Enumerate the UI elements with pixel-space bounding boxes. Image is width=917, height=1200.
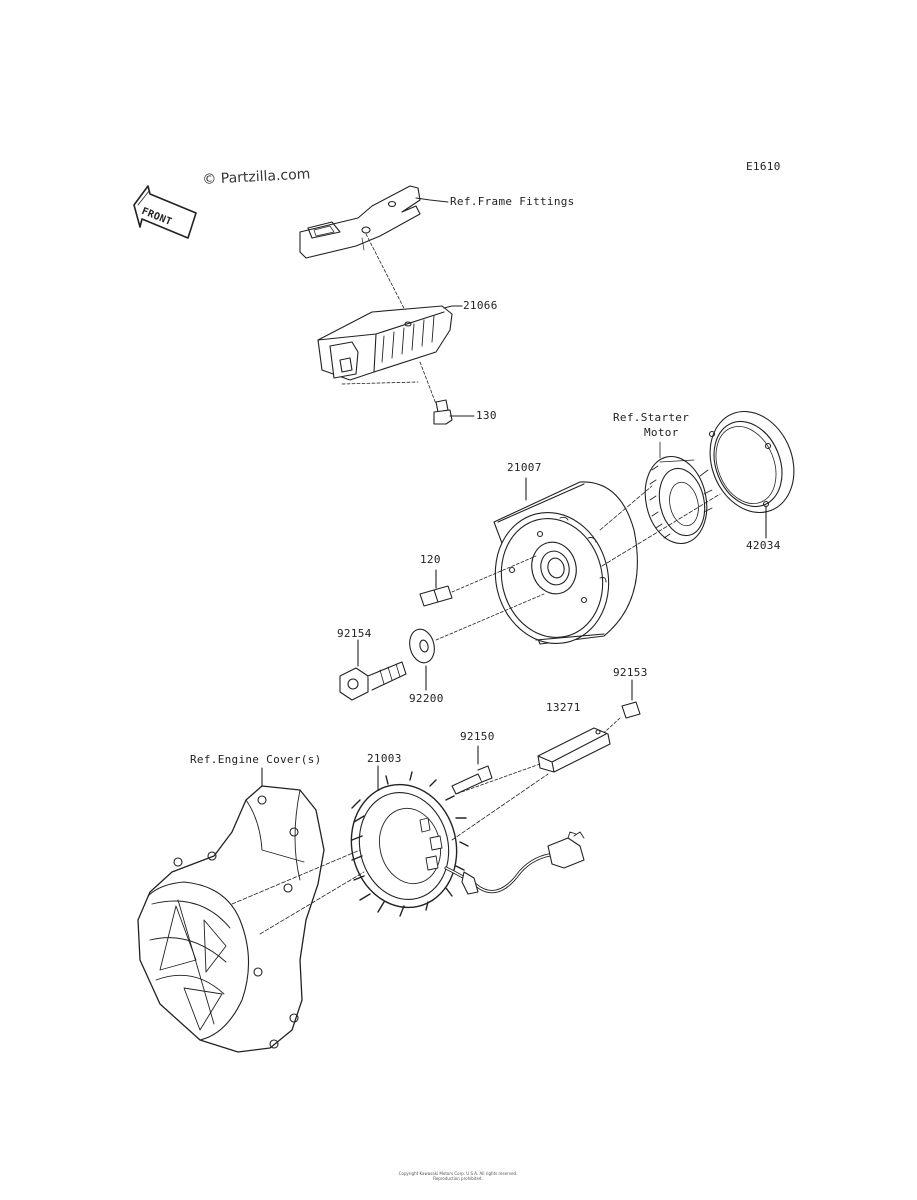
label-42034: 42034 — [746, 539, 781, 552]
bolt-92153 — [621, 701, 641, 719]
starter-clutch — [644, 455, 713, 545]
label-21007: 21007 — [507, 461, 542, 474]
bolt-92154 — [339, 661, 407, 701]
ring-cover-42034 — [708, 410, 795, 514]
label-13271: 13271 — [546, 701, 581, 714]
label-120: 120 — [420, 553, 441, 566]
regulator-rectifier — [317, 305, 453, 381]
label-92150: 92150 — [460, 730, 495, 743]
washer-92200 — [409, 628, 435, 664]
footer-line-2: Reproduction prohibited. — [433, 1176, 483, 1181]
stator-coil — [350, 771, 469, 917]
bolt-130 — [433, 399, 453, 425]
label-92154: 92154 — [337, 627, 372, 640]
label-ref-starter-motor-2: Motor — [644, 426, 679, 439]
label-ref-frame-fittings: Ref.Frame Fittings — [450, 195, 575, 208]
footer-line-1: Copyright Kawasaki Motors Corp. U.S.A. A… — [398, 1171, 518, 1176]
engine-cover — [137, 785, 325, 1053]
bolt-92150 — [451, 765, 493, 795]
rotor-flywheel — [493, 481, 638, 645]
bolt-120 — [419, 585, 453, 607]
stator-wire-harness — [444, 831, 585, 895]
label-21003: 21003 — [367, 752, 402, 765]
plate-13271 — [537, 727, 611, 773]
label-ref-starter-motor-1: Ref.Starter — [613, 411, 690, 424]
label-92200: 92200 — [409, 692, 444, 705]
frame-fitting-bracket — [299, 185, 421, 259]
label-ref-engine-cover: Ref.Engine Cover(s) — [190, 753, 322, 766]
label-130: 130 — [476, 409, 497, 422]
label-92153: 92153 — [613, 666, 648, 679]
label-21066: 21066 — [463, 299, 498, 312]
diagram-code: E1610 — [746, 160, 781, 173]
front-arrow-icon — [133, 185, 197, 239]
